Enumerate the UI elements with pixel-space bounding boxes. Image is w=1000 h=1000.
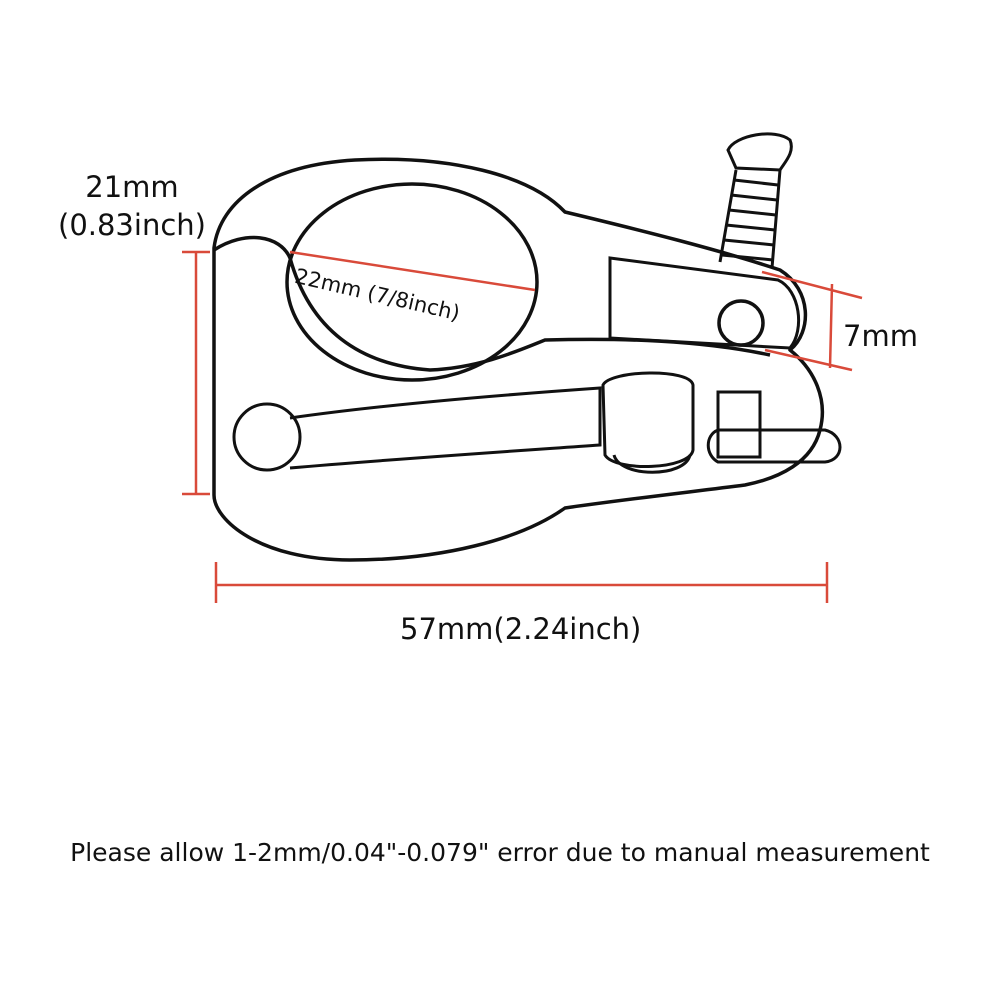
screw [718, 132, 793, 269]
height-label: 21mm (0.83inch) [58, 168, 206, 244]
length-label: 57mm(2.24inch) [400, 612, 642, 646]
clamp-jaw-curve [213, 235, 771, 372]
pin-block [716, 390, 762, 459]
length-dimension-line [214, 562, 829, 603]
lever-knob [232, 402, 302, 472]
clamp-body-outline [212, 157, 825, 562]
slot-dimension-line [761, 270, 863, 372]
diameter-dimension-line [289, 250, 536, 292]
height-dimension-line [182, 250, 210, 496]
slot-outline [608, 256, 801, 350]
height-mm-label: 21mm [85, 170, 179, 204]
dimension-lines [182, 250, 863, 603]
screw-thread [718, 169, 782, 269]
lever [232, 371, 695, 474]
height-inch-label: (0.83inch) [58, 208, 206, 242]
locking-pin [706, 390, 842, 464]
lever-cam-base [612, 454, 692, 474]
measurement-note: Please allow 1-2mm/0.04"-0.079" error du… [70, 838, 930, 867]
pin-bar [706, 428, 842, 464]
screw-thread-coils [721, 178, 779, 262]
lever-arm [289, 386, 602, 470]
tube-bore [285, 182, 539, 382]
lever-cam [601, 371, 695, 468]
hinge-pin [717, 299, 765, 347]
screw-head [726, 132, 793, 172]
slot-width-label: 7mm [843, 319, 918, 353]
